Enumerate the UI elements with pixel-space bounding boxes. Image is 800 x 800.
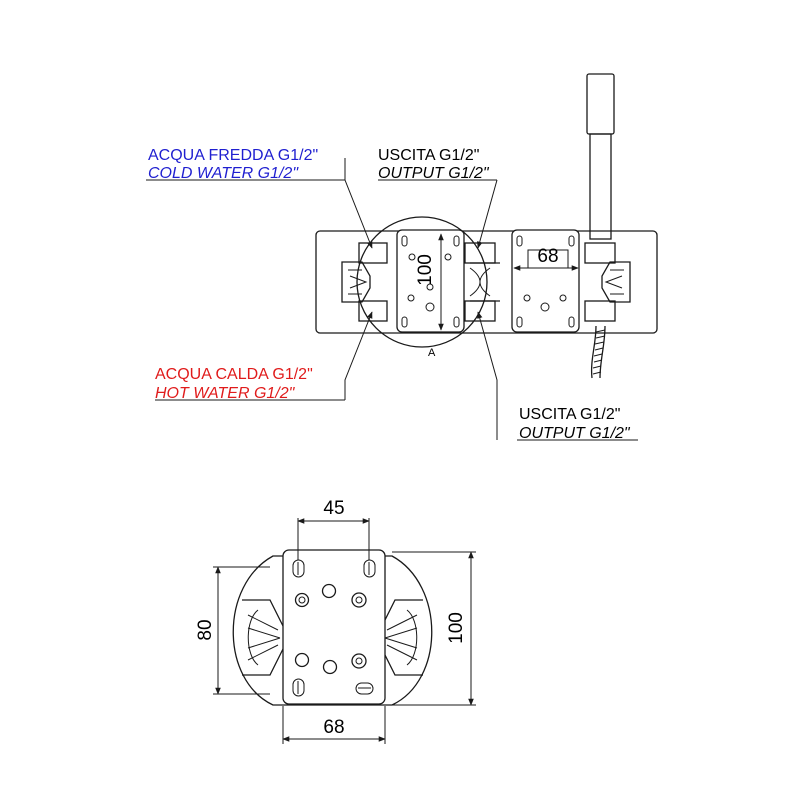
dimension-detail-bottom: 68 <box>282 706 386 744</box>
dimension-top-width-label: 68 <box>537 246 558 267</box>
left-handle <box>341 242 388 322</box>
right-handle <box>584 242 631 322</box>
dimension-detail-top: 45 <box>297 498 370 560</box>
shower-hose <box>590 325 606 379</box>
dimension-detail-right-label: 100 <box>446 612 467 644</box>
dimension-detail-right: 100 <box>392 551 476 706</box>
detail-valve-plate <box>282 549 386 705</box>
output-2-label-it: USCITA G1/2" <box>519 406 620 423</box>
valve-body-circle <box>356 216 488 348</box>
output-2-label-en: OUTPUT G1/2" <box>519 425 631 442</box>
cold-water-label-en: COLD WATER G1/2" <box>148 165 299 182</box>
dimension-detail-bottom-label: 68 <box>323 717 344 738</box>
detail-view: 45 80 100 68 <box>195 498 476 744</box>
mounting-plate <box>315 230 658 334</box>
valve-plate-1 <box>396 229 465 333</box>
dimension-detail-left-label: 80 <box>195 619 216 640</box>
section-label: A <box>428 347 436 359</box>
top-assembly-view: 100 68 A <box>146 73 658 441</box>
center-connectors <box>464 242 500 322</box>
output-1-label-it: USCITA G1/2" <box>378 147 479 164</box>
dimension-detail-left: 80 <box>195 566 270 695</box>
hot-water-label-it: ACQUA CALDA G1/2" <box>155 366 313 383</box>
valve-plate-2 <box>511 229 580 333</box>
output-1-label-en: OUTPUT G1/2" <box>378 165 490 182</box>
cold-water-label-it: ACQUA FREDDA G1/2" <box>148 147 318 164</box>
shower-handle-rod <box>586 73 615 240</box>
dimension-detail-top-label: 45 <box>323 498 344 519</box>
leader-lines <box>344 158 498 440</box>
dimension-top-width: 68 <box>513 246 579 271</box>
hot-water-label-en: HOT WATER G1/2" <box>155 385 296 402</box>
dimension-top-height-label: 100 <box>415 254 436 286</box>
dimension-top-height: 100 <box>415 233 444 331</box>
